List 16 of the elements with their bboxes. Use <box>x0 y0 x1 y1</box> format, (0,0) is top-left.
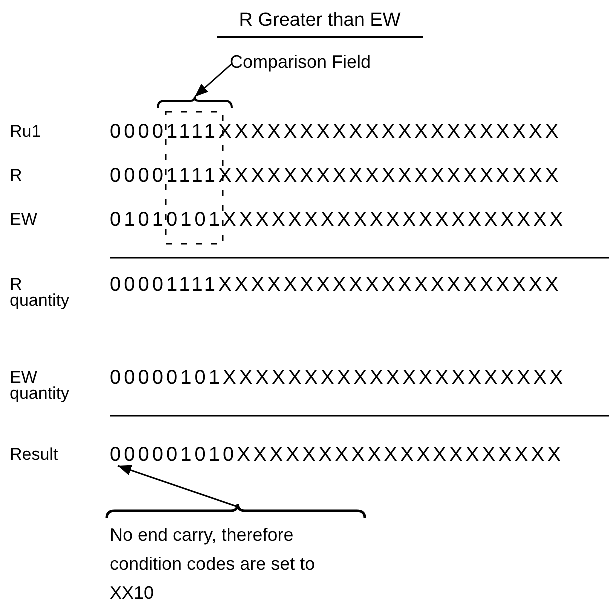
bit-string: 00000101XXXXXXXXXXXXXXXXXXXXX <box>110 366 566 390</box>
row-label: Result <box>10 447 60 463</box>
bit-string: 00001111XXXXXXXXXXXXXXXXXXXXX <box>110 273 562 297</box>
bit-string: 00001111XXXXXXXXXXXXXXXXXXXXX <box>110 120 562 144</box>
brace <box>157 97 233 109</box>
row-label: R quantity <box>10 277 71 309</box>
row-label: R <box>10 168 24 184</box>
row-label: EW quantity <box>10 370 71 402</box>
bit-string: 000001010XXXXXXXXXXXXXXXXXXXX <box>110 443 564 467</box>
title: R Greater than EW <box>217 8 423 38</box>
arrow <box>194 63 232 98</box>
arrow <box>118 465 238 508</box>
callout-text: Comparison Field <box>230 50 420 74</box>
row-label: EW <box>10 212 38 228</box>
row-label: Ru1 <box>10 124 42 140</box>
note-text: No end carry, therefore condition codes are set to XX10 <box>109 524 316 605</box>
